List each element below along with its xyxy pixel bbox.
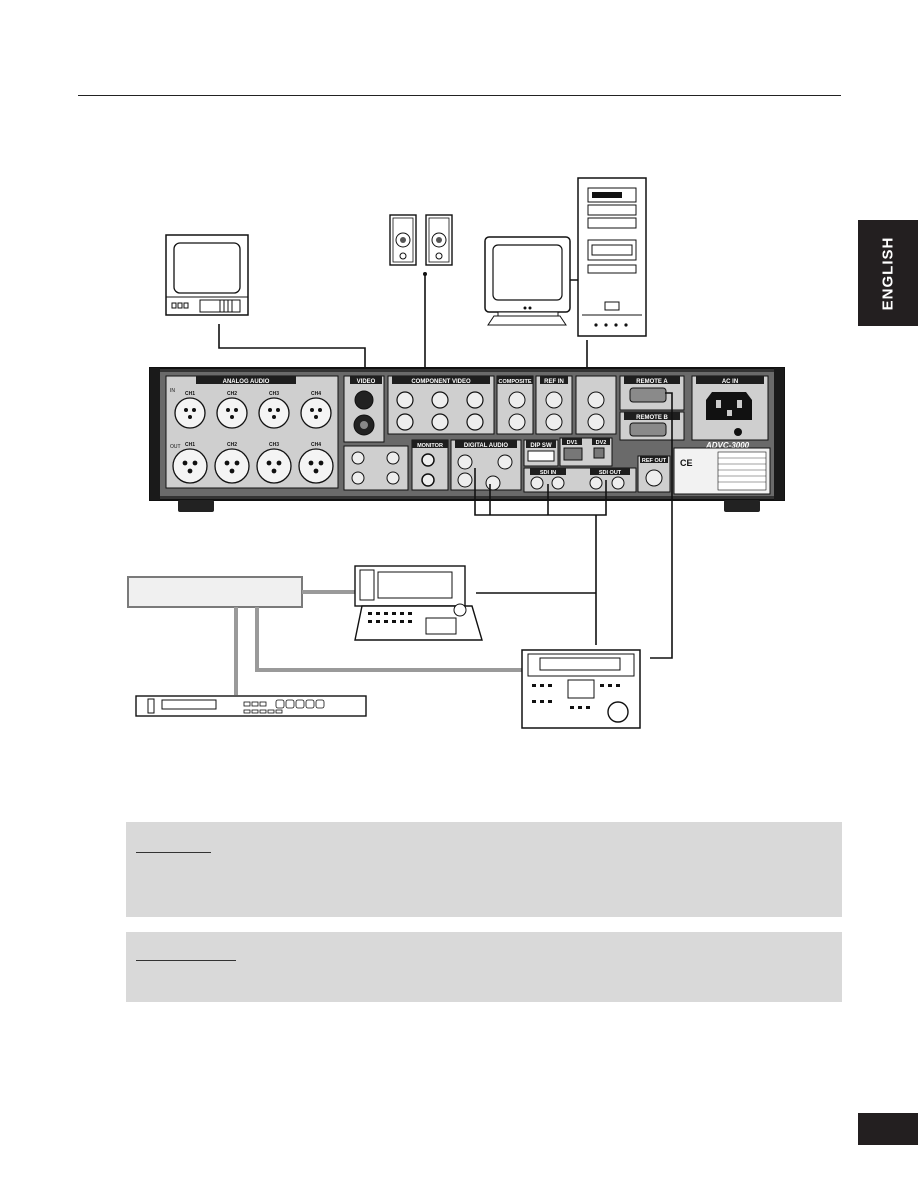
note-box-bottom bbox=[126, 932, 842, 1002]
label-channel-2: CH2 bbox=[227, 391, 237, 397]
note-box-top bbox=[126, 822, 842, 917]
label-dip-sw: DIP SW bbox=[530, 443, 552, 449]
label-ref-out: REF OUT bbox=[642, 458, 667, 464]
vtr-deck bbox=[521, 649, 641, 729]
label-dv1: DV1 bbox=[567, 440, 578, 446]
connection-diagram: ANALOG AUDIO IN OUT VIDEO COMPONENT VIDE… bbox=[127, 177, 785, 729]
label-channel-3: CH3 bbox=[269, 442, 279, 448]
label-analog-out: OUT bbox=[170, 444, 181, 450]
label-remote-a: REMOTE A bbox=[636, 379, 668, 385]
label-channel-1: CH1 bbox=[185, 391, 195, 397]
cable-audio-bus bbox=[474, 468, 607, 516]
label-channel-2: CH2 bbox=[227, 442, 237, 448]
label-sdi-in: SDI IN bbox=[540, 470, 556, 476]
language-tab: ENGLISH bbox=[858, 220, 918, 326]
label-channel-1: CH1 bbox=[185, 442, 195, 448]
model-name: ADVC-3000 bbox=[705, 441, 750, 450]
label-monitor: MONITOR bbox=[417, 443, 443, 449]
computer-monitor bbox=[484, 236, 571, 326]
label-ref-in: REF IN bbox=[544, 379, 564, 385]
ce-mark: CE bbox=[680, 458, 693, 468]
note-title-rule bbox=[136, 960, 236, 961]
label-digital-audio: DIGITAL AUDIO bbox=[464, 443, 509, 449]
tv-monitor bbox=[165, 234, 249, 316]
label-analog-audio: ANALOG AUDIO bbox=[223, 379, 270, 385]
label-sdi-out: SDI OUT bbox=[599, 470, 622, 476]
label-channel-3: CH3 bbox=[269, 391, 279, 397]
label-remote-b: REMOTE B bbox=[636, 415, 668, 421]
page-number-tab bbox=[858, 1113, 918, 1145]
label-analog-in: IN bbox=[170, 388, 175, 394]
label-composite: COMPOSITE bbox=[498, 379, 531, 385]
sync-generator-box bbox=[127, 576, 303, 608]
edit-controller bbox=[354, 565, 483, 641]
cable-remote-a bbox=[650, 392, 673, 659]
rack-unit bbox=[135, 695, 367, 717]
cable-sync-vtr bbox=[255, 607, 522, 672]
speaker-right bbox=[425, 214, 453, 266]
label-channel-4: CH4 bbox=[311, 391, 321, 397]
converter-rear-panel: ANALOG AUDIO IN OUT VIDEO COMPONENT VIDE… bbox=[149, 367, 785, 512]
label-component-video: COMPONENT VIDEO bbox=[411, 379, 471, 385]
label-dv2: DV2 bbox=[596, 440, 607, 446]
top-rule bbox=[78, 95, 841, 96]
label-channel-4: CH4 bbox=[311, 442, 321, 448]
label-ac-in: AC IN bbox=[722, 379, 738, 385]
note-title-rule bbox=[136, 852, 211, 853]
pc-tower bbox=[577, 177, 647, 337]
label-video: VIDEO bbox=[357, 379, 376, 385]
speaker-left bbox=[389, 214, 417, 266]
